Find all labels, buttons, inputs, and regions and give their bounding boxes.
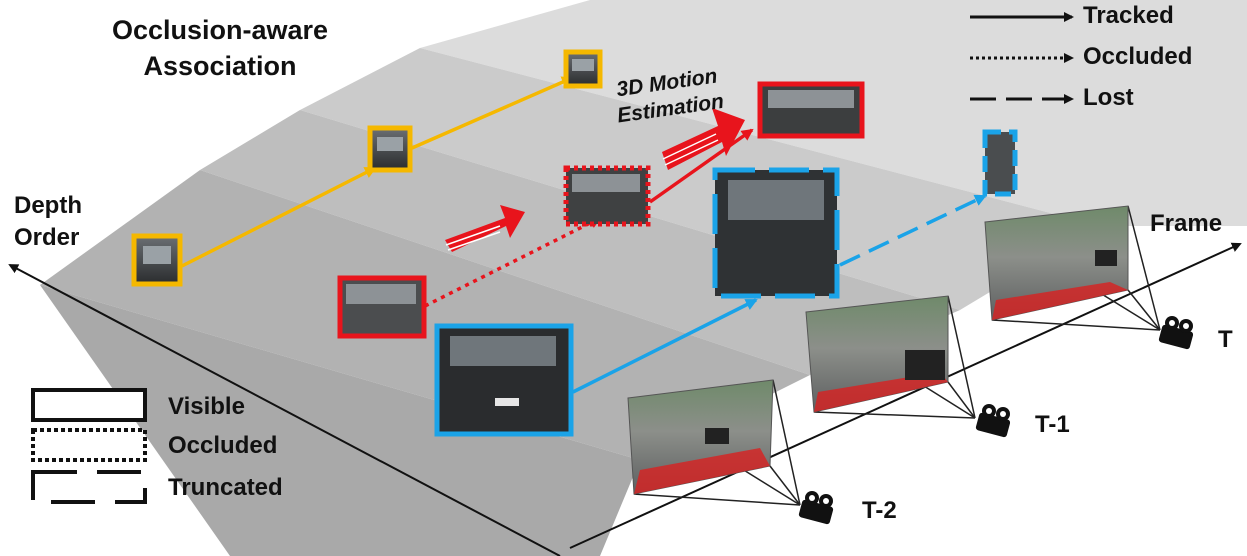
camera-icon-t [1158, 316, 1194, 350]
legend-truncated-label: Truncated [168, 474, 283, 501]
camera-icon-t1 [975, 404, 1011, 438]
yellow-box-t [563, 49, 603, 89]
blue-lost-arrow [839, 194, 987, 267]
legend-truncated-box [31, 470, 147, 504]
plane-strip-near [40, 285, 640, 556]
legend-visible-label: Visible [168, 393, 245, 420]
blue-box-t2-visible [434, 323, 574, 437]
camera-icon-t2 [798, 491, 834, 525]
legend-lost-label: Lost [1083, 84, 1134, 111]
yellow-track-arrow-2 [411, 76, 574, 150]
plane-strip-3 [200, 110, 960, 375]
blue-track-arrow [572, 298, 758, 394]
title-line-2: Association [143, 51, 297, 81]
frame-image-t1 [805, 295, 949, 413]
diagram-title: Occlusion-aware Association [60, 12, 380, 84]
motion-arrow-small [445, 205, 525, 252]
red-box-t2-visible [337, 275, 427, 339]
legend-tracked-label: Tracked [1083, 2, 1174, 29]
red-occluded-arrow [424, 216, 602, 308]
frame-axis-label: Frame [1150, 210, 1223, 237]
motion-arrow-large [662, 108, 745, 170]
red-track-arrow [648, 128, 754, 204]
camera-label-t2: T-2 [862, 497, 897, 524]
blue-box-t-truncated [982, 129, 1018, 197]
red-box-t1-occluded [563, 165, 651, 227]
depth-axis [8, 264, 561, 556]
yellow-track-arrow-1 [181, 166, 377, 268]
legend-visible-box [31, 388, 147, 422]
red-box-t-visible [757, 81, 865, 139]
legend-box-occluded-label: Occluded [168, 432, 278, 459]
camera-label-t: T [1218, 326, 1233, 353]
depth-axis-label: Depth Order [14, 190, 82, 254]
frame-image-t2 [627, 379, 774, 495]
camera-label-t1: T-1 [1035, 411, 1070, 438]
yellow-box-t1 [367, 125, 413, 173]
depth-label-line-2: Order [14, 224, 80, 251]
title-line-1: Occlusion-aware [111, 15, 329, 45]
ground-plane [40, 0, 1247, 556]
legend-occluded-box [31, 428, 147, 462]
blue-box-t1-truncated [712, 167, 840, 299]
depth-label-line-1: Depth [14, 192, 82, 219]
frame-image-t [984, 205, 1129, 321]
plane-strip-2 [300, 48, 1100, 310]
yellow-box-t2 [131, 233, 183, 287]
legend-occluded-label: Occluded [1083, 43, 1193, 70]
